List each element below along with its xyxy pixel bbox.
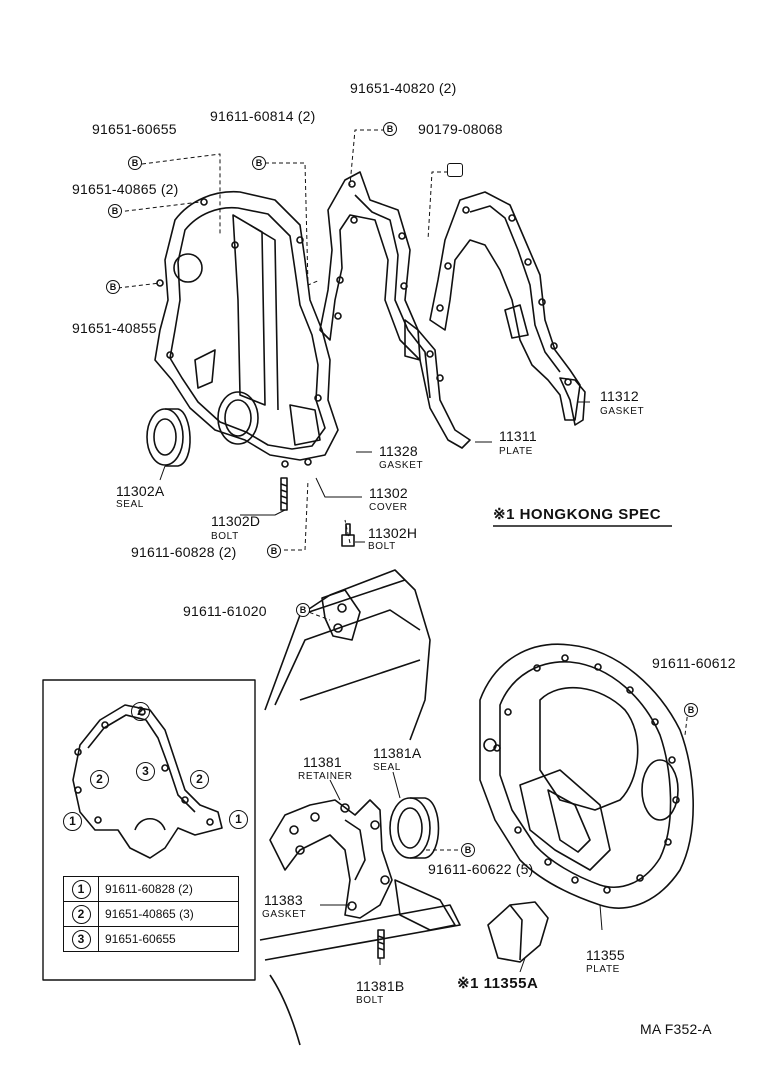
bolt-11302h: [341, 523, 355, 547]
label-90179-08068: 90179-08068: [418, 121, 503, 137]
bolt-marker-icon: B: [461, 843, 475, 857]
legend-part: 91611-60828 (2): [98, 876, 239, 902]
leader-lines-solid: [159, 401, 603, 973]
front-seal-11302a: [146, 408, 191, 467]
bolt-marker-icon: B: [267, 544, 281, 558]
label-11355-plate: PLATE: [586, 964, 620, 975]
legend-key: 3: [71, 929, 91, 949]
label-11302a: 11302A: [116, 483, 165, 499]
label-11383: 11383: [264, 892, 303, 908]
label-91611-61020: 91611-61020: [183, 603, 267, 619]
label-11302d-bolt: BOLT: [211, 531, 239, 542]
label-11302h: 11302H: [368, 525, 418, 541]
timing-cover: [154, 190, 339, 468]
timing-plate-11311: [429, 191, 581, 421]
inset-callout-2: 2: [90, 770, 109, 789]
nut-icon: [447, 163, 463, 177]
inset-callout-3: 3: [136, 762, 155, 781]
label-11302d: 11302D: [211, 513, 261, 529]
legend-key: 2: [71, 904, 91, 924]
label-91651-40865: 91651-40865 (2): [72, 181, 179, 197]
label-11355: 11355: [586, 947, 625, 963]
bolt-marker-icon: B: [684, 703, 698, 717]
inset-frame: [42, 679, 256, 981]
cover-gasket-11328: [319, 171, 471, 449]
label-11302h-bolt: BOLT: [368, 541, 396, 552]
inset-callout-1: 1: [63, 812, 82, 831]
diagram-code: MA F352-A: [640, 1021, 712, 1037]
label-11381b: 11381B: [356, 978, 405, 994]
part-11355a: [487, 901, 549, 963]
bolt-11381b: [377, 929, 385, 959]
label-11381: 11381: [303, 754, 342, 770]
legend-key: 1: [71, 879, 91, 899]
label-11311: 11311: [499, 428, 537, 444]
label-91611-60828: 91611-60828 (2): [131, 544, 237, 560]
label-11381b-bolt: BOLT: [356, 995, 384, 1006]
label-91611-60622: 91611-60622 (5): [428, 861, 534, 877]
label-11355a: ※1 11355A: [457, 975, 539, 992]
label-11311-plate: PLATE: [499, 446, 533, 457]
bolt-marker-icon: B: [128, 156, 142, 170]
label-91651-40855: 91651-40855: [72, 320, 157, 336]
legend-row: 2 91651-40865 (3): [63, 901, 239, 927]
label-11302: 11302: [369, 485, 408, 501]
bolt-marker-icon: B: [252, 156, 266, 170]
end-plate-11355: [479, 643, 694, 909]
label-11383-gasket: GASKET: [262, 909, 307, 920]
label-11312: 11312: [600, 388, 639, 404]
inset-legend-table: 1 91611-60828 (2) 2 91651-40865 (3) 3 91…: [63, 876, 239, 952]
label-11302a-seal: SEAL: [116, 499, 144, 510]
hongkong-spec-note: ※1 HONGKONG SPEC: [493, 506, 662, 523]
engine-block: [259, 569, 461, 1046]
rear-seal-11381a: [389, 797, 440, 859]
bolt-marker-icon: B: [383, 122, 397, 136]
label-11381a: 11381A: [373, 745, 422, 761]
label-91651-60655: 91651-60655: [92, 121, 177, 137]
inset-callout-1: 1: [229, 810, 248, 829]
legend-part: 91651-40865 (3): [98, 901, 239, 927]
legend-row: 3 91651-60655: [63, 926, 239, 952]
inset-callout-2: 2: [190, 770, 209, 789]
bolt-marker-icon: B: [296, 603, 310, 617]
bolt-marker-icon: B: [108, 204, 122, 218]
legend-row: 1 91611-60828 (2): [63, 876, 239, 902]
label-91611-60814: 91611-60814 (2): [210, 108, 316, 124]
inset-callout-2: 2: [131, 702, 150, 721]
label-11381-retainer: RETAINER: [298, 771, 353, 782]
label-11381a-seal: SEAL: [373, 762, 401, 773]
retainer-11381: [269, 799, 456, 931]
plate-gasket-11312: [559, 377, 586, 426]
label-11312-gasket: GASKET: [600, 406, 645, 417]
bolt-11302d: [280, 477, 288, 511]
legend-part: 91651-60655: [98, 926, 239, 952]
label-11328-gasket: GASKET: [379, 460, 424, 471]
label-11328: 11328: [379, 443, 418, 459]
bolt-marker-icon: B: [106, 280, 120, 294]
label-91651-40820: 91651-40820 (2): [350, 80, 457, 96]
label-91611-60612: 91611-60612: [652, 655, 736, 671]
label-11302-cover: COVER: [369, 502, 408, 513]
